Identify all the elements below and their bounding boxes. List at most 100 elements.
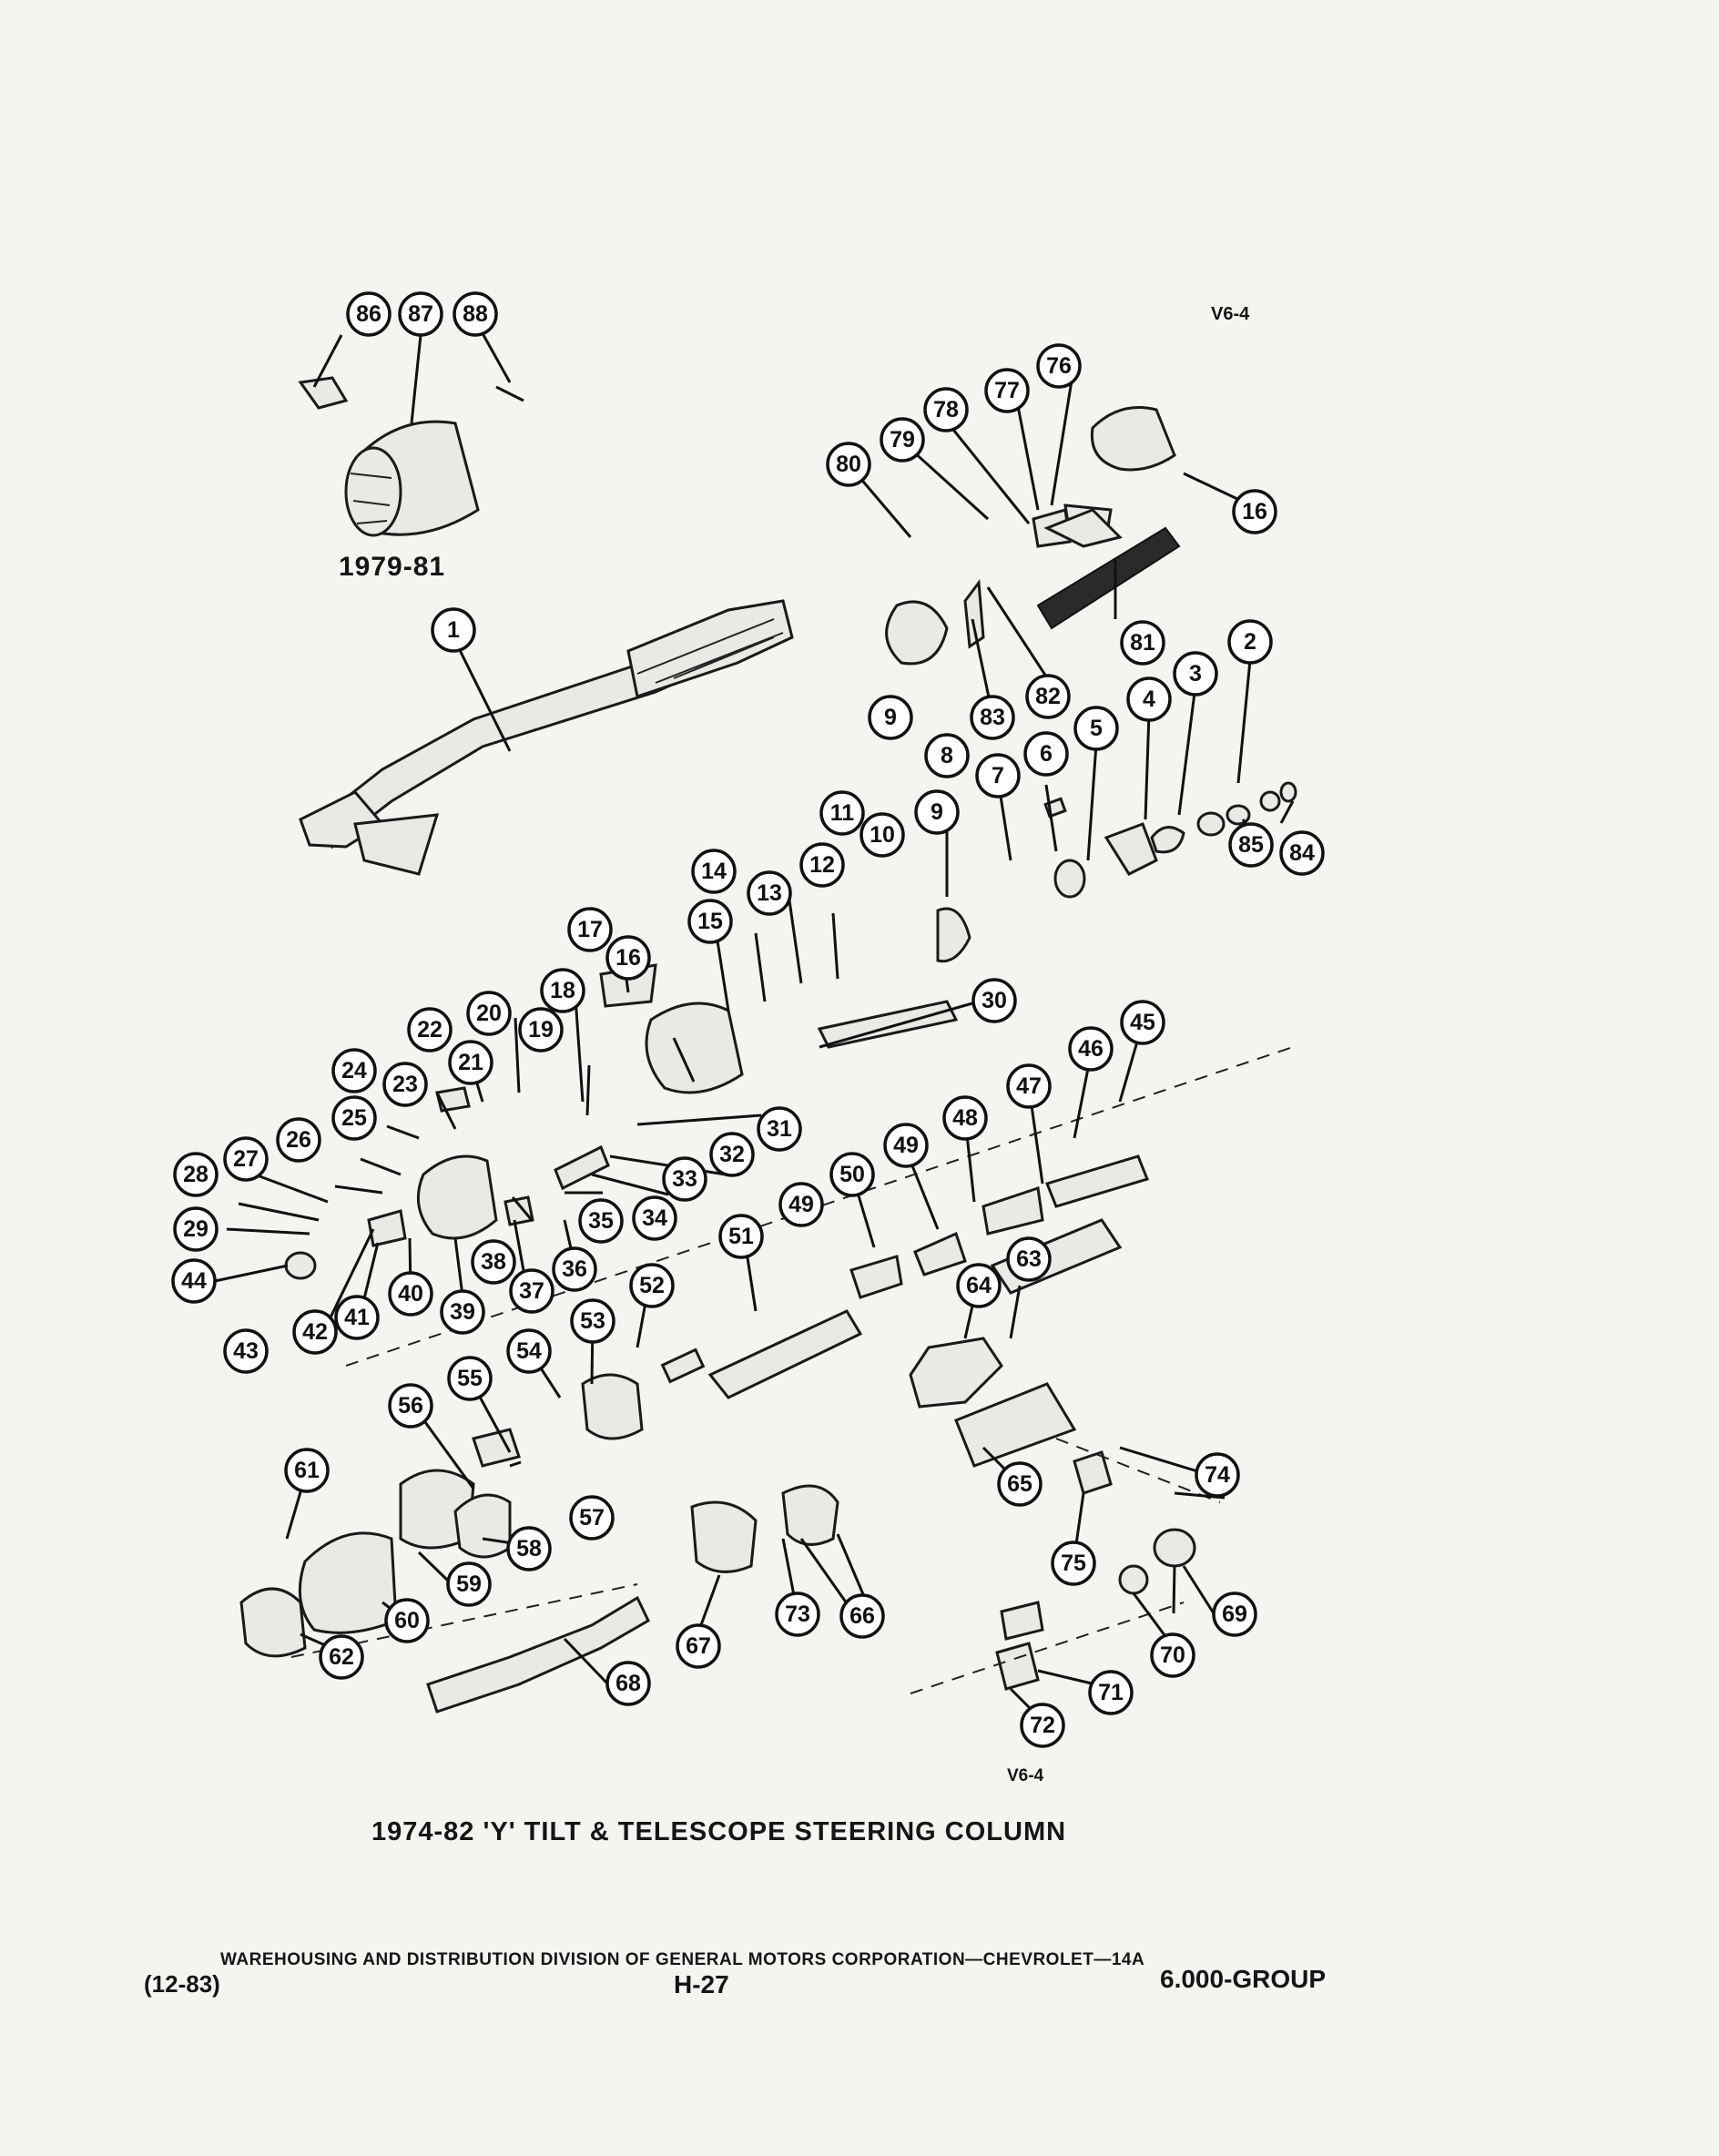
callout-60: 60 (384, 1598, 430, 1643)
callout-29: 29 (173, 1206, 219, 1252)
callout-9-top: 9 (868, 695, 913, 740)
svg-text:38: 38 (481, 1249, 506, 1275)
svg-text:61: 61 (294, 1458, 320, 1483)
svg-text:50: 50 (839, 1162, 865, 1187)
callout-5: 5 (1073, 706, 1119, 751)
svg-text:51: 51 (728, 1224, 754, 1249)
svg-text:18: 18 (550, 978, 575, 1003)
svg-text:10: 10 (870, 822, 895, 848)
callout-10: 10 (860, 812, 905, 858)
svg-text:15: 15 (697, 909, 723, 934)
svg-text:1: 1 (447, 617, 460, 643)
diagram-title: 1974-82 'Y' TILT & TELESCOPE STEERING CO… (371, 1817, 1067, 1846)
svg-text:42: 42 (302, 1319, 328, 1345)
callout-43: 43 (223, 1328, 269, 1374)
svg-text:84: 84 (1289, 840, 1315, 866)
callout-37: 37 (509, 1268, 554, 1314)
callout-56: 56 (388, 1383, 433, 1429)
callout-4: 4 (1126, 676, 1172, 722)
callout-39: 39 (440, 1289, 485, 1335)
callout-84: 84 (1279, 830, 1325, 876)
svg-text:22: 22 (417, 1017, 442, 1042)
inset-housing-1979-81 (298, 376, 524, 537)
svg-text:21: 21 (458, 1050, 483, 1075)
callout-11: 11 (819, 790, 865, 836)
svg-text:39: 39 (450, 1299, 475, 1325)
callout-9-mid: 9 (914, 789, 960, 835)
callout-38: 38 (471, 1239, 516, 1285)
callout-67: 67 (676, 1623, 721, 1669)
callout-78: 78 (923, 387, 969, 432)
svg-text:46: 46 (1078, 1036, 1104, 1062)
svg-text:78: 78 (933, 397, 959, 422)
callout-12: 12 (799, 842, 845, 888)
svg-text:79: 79 (890, 427, 915, 453)
svg-text:26: 26 (286, 1127, 311, 1153)
svg-text:7: 7 (992, 763, 1004, 788)
svg-text:75: 75 (1061, 1551, 1086, 1576)
callout-51: 51 (718, 1214, 764, 1259)
callout-27: 27 (223, 1136, 269, 1182)
callout-81: 81 (1120, 620, 1165, 666)
callout-bubbles: 86 87 88 1 76 77 78 79 80 16 81 82 83 9 … (171, 291, 1325, 1748)
callout-26: 26 (276, 1117, 321, 1163)
svg-text:27: 27 (233, 1146, 259, 1172)
svg-text:41: 41 (344, 1305, 370, 1330)
svg-text:87: 87 (408, 301, 433, 327)
callout-76: 76 (1036, 343, 1082, 389)
callout-33: 33 (662, 1156, 707, 1202)
svg-text:19: 19 (528, 1017, 554, 1042)
svg-text:20: 20 (476, 1001, 502, 1026)
callout-87: 87 (398, 291, 443, 337)
svg-text:44: 44 (181, 1268, 207, 1294)
svg-text:82: 82 (1035, 684, 1061, 709)
centerlines (290, 1046, 1294, 1694)
callout-62: 62 (319, 1634, 364, 1680)
svg-text:12: 12 (809, 852, 835, 878)
svg-text:8: 8 (941, 743, 953, 768)
callout-74: 74 (1195, 1452, 1240, 1498)
svg-text:49: 49 (788, 1192, 814, 1217)
svg-text:72: 72 (1030, 1713, 1055, 1738)
svg-text:85: 85 (1238, 832, 1264, 858)
svg-text:5: 5 (1090, 716, 1103, 741)
callout-50: 50 (829, 1152, 875, 1197)
svg-text:35: 35 (588, 1208, 614, 1234)
svg-text:48: 48 (952, 1105, 978, 1131)
svg-text:23: 23 (392, 1072, 418, 1097)
svg-text:54: 54 (516, 1338, 542, 1364)
callout-22: 22 (407, 1007, 453, 1053)
callout-35: 35 (578, 1198, 624, 1244)
callout-24: 24 (331, 1048, 377, 1093)
callout-73: 73 (775, 1592, 820, 1637)
callout-2: 2 (1227, 619, 1273, 665)
svg-text:3: 3 (1189, 661, 1202, 686)
svg-text:60: 60 (394, 1608, 420, 1633)
page-number: H-27 (674, 1970, 729, 1998)
callout-82: 82 (1025, 674, 1071, 719)
callout-7: 7 (975, 753, 1021, 798)
svg-text:73: 73 (785, 1602, 810, 1627)
svg-text:36: 36 (562, 1256, 587, 1282)
callout-58: 58 (506, 1526, 552, 1571)
shaft-assembly (581, 1154, 1150, 1440)
callout-36: 36 (552, 1246, 597, 1292)
svg-text:69: 69 (1222, 1602, 1247, 1627)
svg-text:59: 59 (456, 1571, 482, 1597)
svg-text:83: 83 (980, 705, 1005, 730)
callout-16-top: 16 (1232, 489, 1277, 534)
svg-text:32: 32 (719, 1142, 745, 1167)
svg-text:29: 29 (183, 1216, 209, 1242)
callout-86: 86 (346, 291, 392, 337)
callout-20: 20 (466, 991, 512, 1036)
mid-row-parts (599, 781, 1297, 1094)
svg-text:86: 86 (356, 301, 381, 327)
callout-55: 55 (447, 1356, 493, 1401)
leader-lines (214, 334, 1295, 1723)
svg-text:55: 55 (457, 1366, 483, 1391)
callout-63: 63 (1006, 1236, 1052, 1282)
svg-text:76: 76 (1046, 353, 1072, 379)
callout-52: 52 (629, 1263, 675, 1308)
callout-40: 40 (388, 1271, 433, 1317)
svg-text:88: 88 (463, 301, 488, 327)
